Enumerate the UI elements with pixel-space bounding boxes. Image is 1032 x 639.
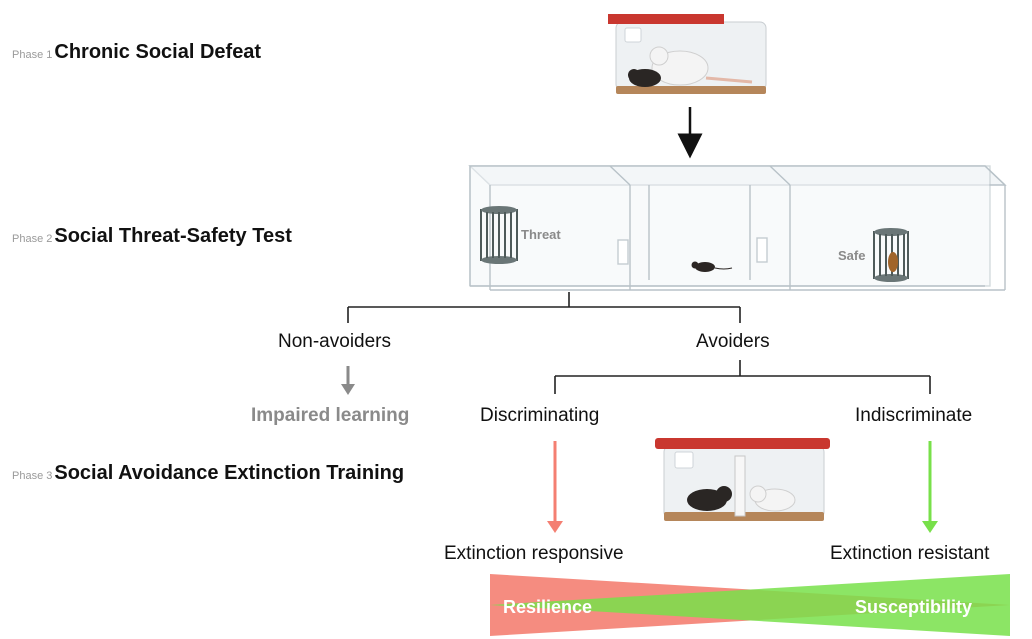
discriminating-node: Discriminating (480, 405, 600, 426)
safe-cage (873, 228, 909, 282)
phase3-cage-illustration (655, 438, 830, 521)
phase3-title: Social Avoidance Extinction Training (54, 462, 405, 484)
split-tree-1 (347, 292, 741, 323)
three-chamber-arena (468, 165, 1007, 291)
phase3-tag: Phase 3 (12, 470, 53, 482)
phase1-title: Chronic Social Defeat (54, 41, 262, 63)
indiscriminate-arrow-head (922, 521, 938, 533)
impaired-learning-node: Impaired learning (251, 405, 410, 426)
susceptibility-wedge (490, 574, 1010, 636)
phase2-tag: Phase 2 (12, 233, 53, 245)
avoiders-node: Avoiders (696, 331, 770, 352)
threat-cage (480, 206, 518, 264)
indiscriminate-node: Indiscriminate (855, 405, 973, 426)
susceptibility-label: Susceptibility (855, 597, 973, 617)
split-tree-2 (554, 360, 931, 394)
non-avoiders-arrow-head (341, 384, 355, 395)
extinction-responsive-node: Extinction responsive (444, 543, 624, 564)
threat-label: Threat (521, 227, 561, 242)
discriminating-arrow-head (547, 521, 563, 533)
door-openings (617, 237, 768, 265)
phase1-cage-illustration (608, 14, 767, 94)
extinction-resistant-node: Extinction resistant (830, 543, 990, 564)
test-mouse (691, 261, 733, 272)
phase2-title: Social Threat-Safety Test (54, 225, 292, 247)
resilience-label: Resilience (503, 597, 593, 617)
safe-label: Safe (838, 248, 866, 263)
non-avoiders-node: Non-avoiders (278, 331, 391, 352)
phase1-tag: Phase 1 (12, 49, 53, 61)
